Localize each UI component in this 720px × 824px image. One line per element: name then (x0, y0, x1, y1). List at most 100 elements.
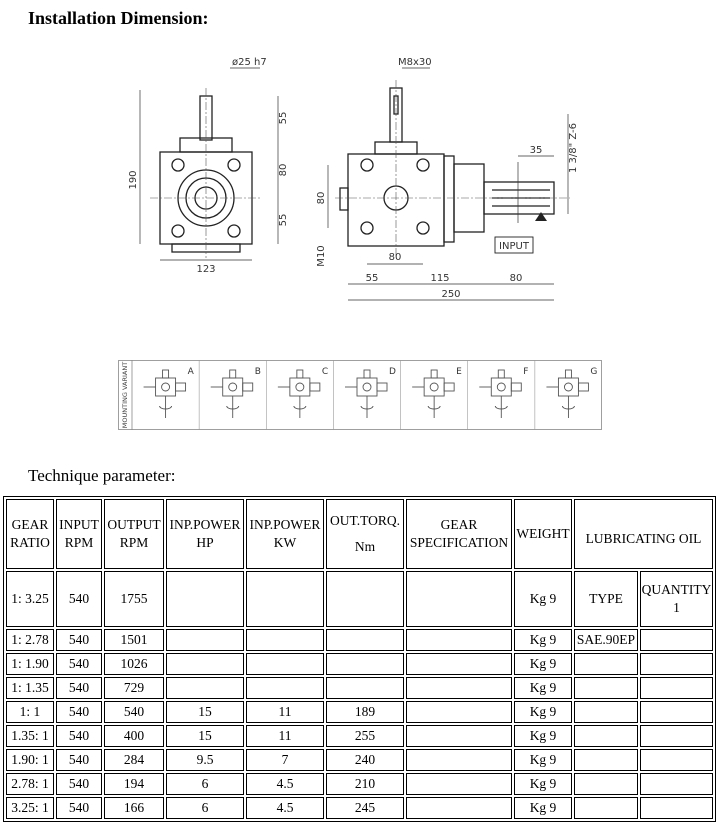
mounting-variant-b: B (198, 360, 261, 430)
cell-inp-power-hp: 9.5 (166, 749, 244, 771)
cell-oil-quantity (640, 677, 713, 699)
dim-55-top: 55 (278, 112, 289, 125)
cell-gear-spec (406, 629, 512, 651)
dim-35: 35 (530, 145, 543, 156)
cell-output-rpm: 729 (104, 677, 164, 699)
dim-190: 190 (128, 170, 139, 189)
dim-250: 250 (441, 289, 460, 300)
header-inp-power-hp: INP.POWER HP (166, 499, 244, 569)
cell-input-rpm: 540 (56, 653, 102, 675)
variant-letter: G (590, 367, 597, 377)
cell-out-torque (326, 653, 404, 675)
cell-out-torque (326, 571, 404, 627)
cell-inp-power-hp (166, 653, 244, 675)
header-oil-quantity-label: QUANTITY (641, 581, 712, 597)
cell-out-torque: 245 (326, 797, 404, 819)
cell-output-rpm: 400 (104, 725, 164, 747)
header-out-torque-label: OUT.TORQ. (330, 512, 400, 528)
variant-letter: C (322, 367, 328, 377)
header-out-torque-unit: Nm (354, 539, 376, 554)
cell-oil-type (574, 725, 638, 747)
cell-input-rpm: 540 (56, 773, 102, 795)
cell-oil-type (574, 677, 638, 699)
page-title: Installation Dimension: (28, 8, 209, 28)
cell-gear-ratio: 1: 1.90 (6, 653, 54, 675)
cell-oil-quantity (640, 773, 713, 795)
cell-gear-ratio: 2.78: 1 (6, 773, 54, 795)
cell-inp-power-kw: 7 (246, 749, 324, 771)
dim-55-bottom: 55 (278, 214, 289, 227)
cell-weight: Kg 9 (514, 701, 572, 723)
header-output-rpm: OUTPUT RPM (104, 499, 164, 569)
cell-inp-power-kw (246, 629, 324, 651)
cell-inp-power-kw (246, 677, 324, 699)
dim-80-holes: 80 (389, 252, 402, 263)
cell-output-rpm: 1026 (104, 653, 164, 675)
cell-inp-power-hp: 15 (166, 725, 244, 747)
cell-gear-ratio: 1: 3.25 (6, 571, 54, 627)
cell-inp-power-hp (166, 571, 244, 627)
cell-gear-ratio: 1.35: 1 (6, 725, 54, 747)
cell-input-rpm: 540 (56, 797, 102, 819)
cell-oil-type (574, 749, 638, 771)
cell-weight: Kg 9 (514, 749, 572, 771)
cell-gear-spec (406, 677, 512, 699)
cell-weight: Kg 9 (514, 571, 572, 627)
cell-output-rpm: 1755 (104, 571, 164, 627)
mounting-variant-label: MOUNTING VARIANT (121, 362, 129, 428)
cell-gear-ratio: 1.90: 1 (6, 749, 54, 771)
header-out-torque: OUT.TORQ. Nm (326, 499, 404, 569)
cell-out-torque (326, 677, 404, 699)
cell-gear-ratio: 1: 2.78 (6, 629, 54, 651)
cell-inp-power-kw: 4.5 (246, 773, 324, 795)
dim-123: 123 (196, 264, 215, 275)
cell-output-rpm: 540 (104, 701, 164, 723)
header-weight: WEIGHT (514, 499, 572, 569)
dim-80-side: 80 (316, 192, 327, 205)
cell-oil-quantity (640, 749, 713, 771)
dim-shaft-dia: ø25 h7 (232, 57, 267, 68)
technique-parameter-table: GEAR RATIO INPUT RPM OUTPUT RPM INP.POWE… (3, 496, 716, 822)
cell-input-rpm: 540 (56, 629, 102, 651)
cell-input-rpm: 540 (56, 571, 102, 627)
cell-inp-power-kw: 11 (246, 725, 324, 747)
cell-weight: Kg 9 (514, 677, 572, 699)
cell-oil-type (574, 701, 638, 723)
cell-input-rpm: 540 (56, 749, 102, 771)
cell-inp-power-kw: 4.5 (246, 797, 324, 819)
cell-oil-quantity (640, 725, 713, 747)
cell-weight: Kg 9 (514, 653, 572, 675)
mounting-variant-c: C (265, 360, 328, 430)
cell-output-rpm: 284 (104, 749, 164, 771)
cell-out-torque: 240 (326, 749, 404, 771)
cell-gear-spec (406, 571, 512, 627)
cell-input-rpm: 540 (56, 701, 102, 723)
cell-oil-type (574, 653, 638, 675)
variant-letter: E (456, 367, 462, 377)
cell-input-rpm: 540 (56, 677, 102, 699)
mounting-variant-f: F (467, 360, 528, 430)
cell-out-torque (326, 629, 404, 651)
cell-oil-type (574, 773, 638, 795)
dim-115: 115 (430, 273, 449, 284)
installation-drawing: ø25 h7 M8x30 190 55 80 55 123 80 M10 80 … (128, 57, 579, 301)
cell-gear-spec (406, 797, 512, 819)
mounting-variant-d: D (333, 360, 396, 430)
cell-oil-quantity (640, 629, 713, 651)
cell-oil-type: SAE.90EP (574, 629, 638, 651)
variant-letter: F (523, 367, 528, 377)
cell-inp-power-kw (246, 571, 324, 627)
cell-oil-quantity (640, 653, 713, 675)
cell-output-rpm: 1501 (104, 629, 164, 651)
variant-letter: D (389, 367, 396, 377)
cell-oil-type (574, 797, 638, 819)
cell-output-rpm: 166 (104, 797, 164, 819)
dim-spline: 1 3/8" Z-6 (568, 123, 579, 173)
